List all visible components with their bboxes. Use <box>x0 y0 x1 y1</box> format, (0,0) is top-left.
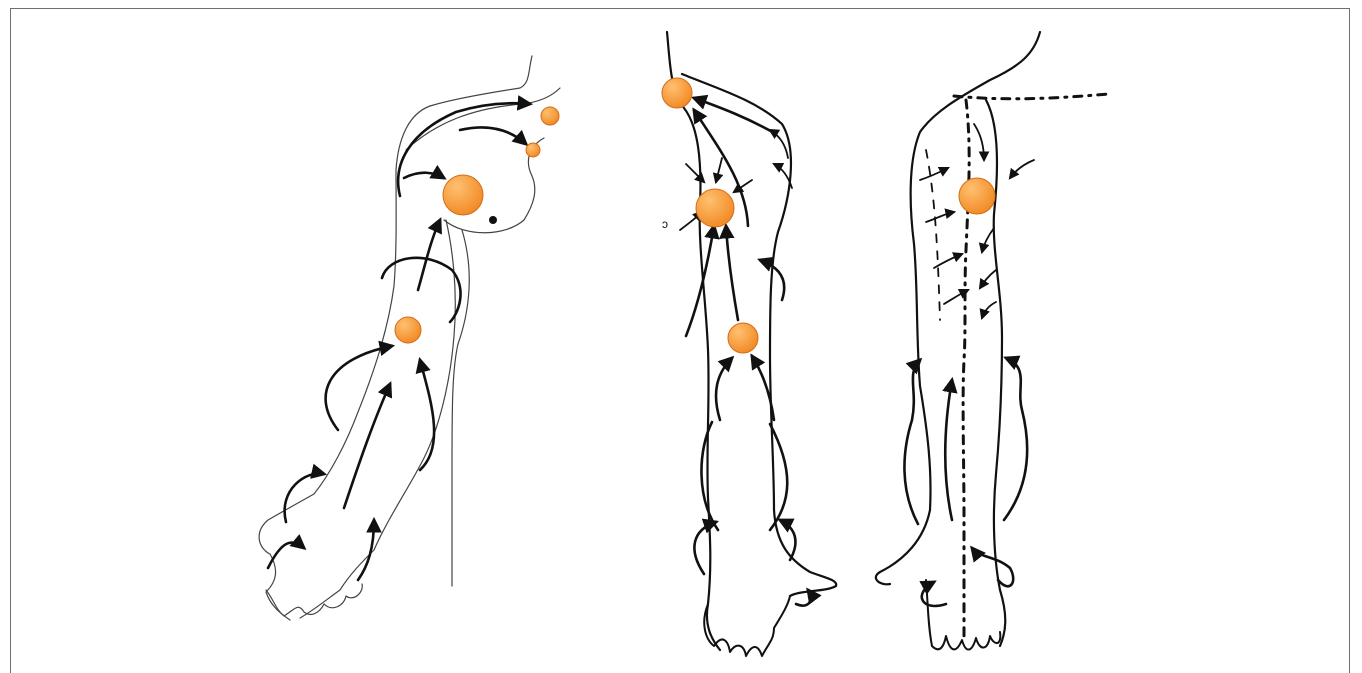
middle-axillary-node <box>696 189 734 227</box>
left-arrow-forearm-main <box>344 384 390 508</box>
middle-arrow-chest-2 <box>716 158 722 182</box>
right-arrow-small-5 <box>982 228 994 252</box>
right-arrow-small-7 <box>982 302 996 318</box>
right-posterior-node <box>959 178 995 214</box>
axillary-node-large <box>443 175 483 215</box>
cubital-node-left <box>395 317 421 343</box>
right-shoulder-divide-line <box>954 94 1108 99</box>
right-arrow-small-1 <box>920 168 948 180</box>
middle-arrow-top-right-1 <box>770 130 788 158</box>
right-arrow-forearm-up <box>945 380 952 520</box>
left-arrow-wrist-loop <box>285 473 324 522</box>
supraclavicular-node <box>541 107 559 125</box>
middle-upper-node <box>662 78 692 108</box>
middle-arm-left-outline <box>667 32 720 650</box>
right-arrow-left-loop <box>904 360 920 524</box>
middle-cubital-node <box>728 323 758 353</box>
left-shoulder-curve <box>406 88 560 150</box>
left-hand-fingers <box>266 584 362 616</box>
middle-arrow-forearm-center <box>726 226 738 320</box>
middle-small-mark: ɔ <box>662 217 668 231</box>
left-arrow-outer-loop <box>326 346 392 430</box>
left-arrow-upper-arm <box>418 220 440 290</box>
left-arrow-palm <box>268 543 304 568</box>
left-arrow-to-small-node <box>460 127 526 144</box>
right-arrow-small-2 <box>926 212 954 222</box>
right-arrow-small-6 <box>980 270 996 288</box>
middle-arrow-node-low <box>716 358 732 420</box>
right-arrow-top-2 <box>1010 160 1034 178</box>
middle-arm-diagram: ɔ <box>662 32 836 656</box>
right-arrow-right-loop <box>1004 358 1027 520</box>
middle-arrow-lower-left-loop <box>701 422 718 530</box>
left-arm-inner-outline <box>300 220 455 618</box>
left-arrow-axilla <box>404 173 444 178</box>
right-arrow-wrist <box>922 582 946 606</box>
middle-arm-right-outline <box>682 74 836 596</box>
left-arm-diagram <box>259 56 560 620</box>
right-arrow-top-1 <box>974 124 984 160</box>
infraclavicular-node <box>526 143 540 157</box>
left-arrow-inner-loop <box>420 360 434 470</box>
right-arrow-hand-loop <box>972 548 1013 586</box>
left-torso-outline <box>259 56 532 620</box>
nipple-dot <box>489 216 497 224</box>
right-hand-outline <box>926 580 1000 650</box>
middle-arrow-wrist-left <box>694 522 716 574</box>
right-arm-diagram <box>876 32 1108 650</box>
left-arrow-thumb <box>358 520 374 580</box>
